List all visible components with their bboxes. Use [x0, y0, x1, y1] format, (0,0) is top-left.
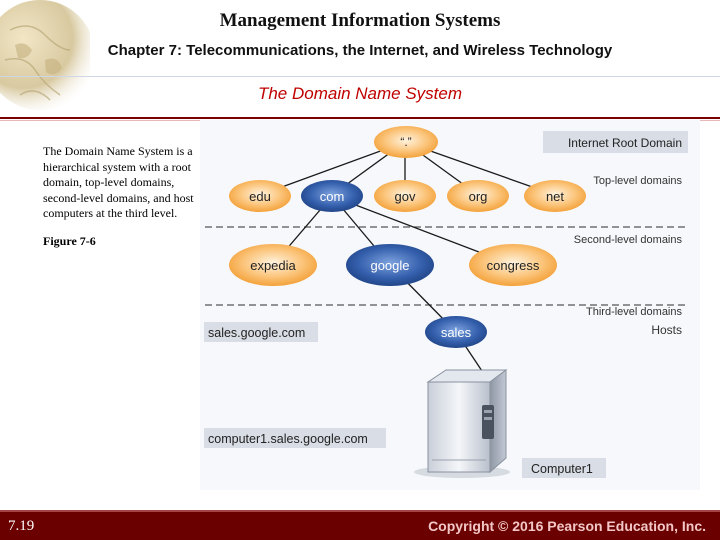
section-title: The Domain Name System	[257, 84, 463, 103]
root-domain-label-box	[543, 131, 688, 153]
footer-edge	[0, 510, 720, 512]
node-google	[346, 244, 434, 286]
node-sales	[425, 316, 487, 348]
globe-decoration	[0, 0, 90, 120]
node-net-label: net	[546, 189, 564, 204]
server-computer-icon	[414, 369, 510, 478]
computer-name-label: Computer1	[531, 462, 593, 476]
computer-name-box	[522, 458, 606, 478]
chapter-title: Chapter 7: Telecommunications, the Inter…	[107, 42, 613, 59]
node-edu-label: edu	[249, 189, 271, 204]
sales-domain-label: sales.google.com	[208, 326, 305, 340]
node-org	[447, 180, 509, 212]
computer-domain-label: computer1.sales.google.com	[208, 432, 368, 446]
node-gov	[374, 180, 436, 212]
root-node	[374, 126, 438, 158]
computer-domain-box	[204, 428, 386, 448]
node-sales-label: sales	[441, 325, 472, 340]
root-node-label: “.”	[400, 135, 411, 149]
third-level-label: Third-level domains	[586, 306, 682, 318]
node-gov-label: gov	[395, 189, 416, 204]
node-expedia	[229, 244, 317, 286]
header-divider	[0, 76, 720, 77]
description-text: The Domain Name System is a hierarchical…	[43, 144, 194, 220]
node-org-label: org	[469, 189, 488, 204]
page-title: Management Information Systems	[219, 10, 501, 31]
hosts-label: Hosts	[651, 323, 682, 337]
node-com-label: com	[320, 189, 345, 204]
section-divider	[0, 117, 720, 119]
footer-bar: 7.19 Copyright © 2016 Pearson Education,…	[0, 510, 720, 540]
node-net	[524, 180, 586, 212]
top-level-label: Top-level domains	[593, 175, 682, 187]
node-com	[301, 180, 363, 212]
node-congress	[469, 244, 557, 286]
node-congress-label: congress	[487, 258, 540, 273]
dns-diagram: “.” edu com gov org net expedia google c…	[200, 120, 700, 490]
figure-label: Figure 7-6	[43, 234, 96, 248]
copyright-text: Copyright © 2016 Pearson Education, Inc.	[428, 518, 706, 534]
node-google-label: google	[370, 258, 409, 273]
sales-domain-box	[204, 322, 318, 342]
node-expedia-label: expedia	[250, 258, 296, 273]
second-level-label: Second-level domains	[574, 234, 683, 246]
node-edu	[229, 180, 291, 212]
root-domain-label: Internet Root Domain	[568, 136, 682, 150]
slide-number: 7.19	[8, 518, 35, 534]
